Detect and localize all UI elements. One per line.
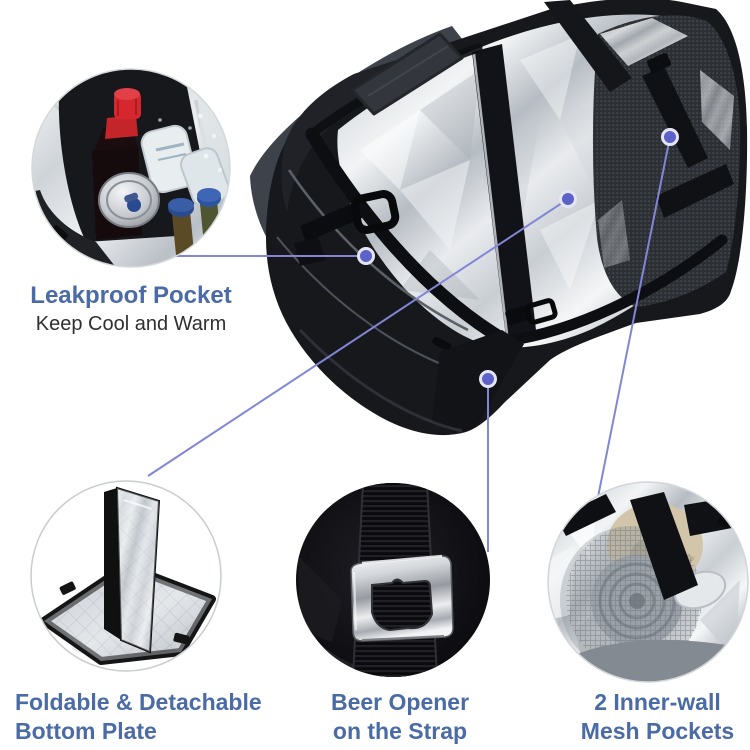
mesh-pockets-label: 2 Inner-wall Mesh Pockets: [555, 688, 750, 746]
leakproof-pocket-title: Leakproof Pocket: [30, 282, 232, 309]
mesh-pockets-title-line1: 2 Inner-wall: [594, 689, 721, 715]
leakproof-pocket-label: Leakproof Pocket Keep Cool and Warm: [11, 282, 251, 336]
foldable-plate-upright: [104, 486, 161, 654]
soda-can: [98, 172, 160, 228]
bottled-drinks: [168, 188, 221, 255]
beer-opener-title-line1: Beer Opener: [330, 689, 470, 715]
bottom-plate-label: Foldable & Detachable Bottom Plate: [15, 688, 262, 746]
strap-pad: [350, 32, 464, 116]
leader-line-bottom-plate: [147, 198, 569, 477]
callout-circle-mesh-pockets: [547, 481, 749, 683]
bottom-plate-title-line1: Foldable & Detachable: [15, 689, 262, 715]
mesh-pockets-title-line2: Mesh Pockets: [580, 718, 735, 744]
leakproof-pocket-subtitle: Keep Cool and Warm: [35, 313, 227, 335]
strap-buckle: [350, 190, 400, 234]
leader-dot-bottom-plate: [559, 190, 577, 208]
leader-dot-leakproof: [357, 247, 375, 265]
side-buckle: [524, 298, 558, 325]
mesh-lid: [592, 15, 741, 307]
beer-opener-title-line2: on the Strap: [332, 718, 468, 744]
interior-divider: [472, 44, 536, 338]
leader-dot-mesh-pockets: [661, 128, 679, 146]
leader-dot-beer-opener: [479, 370, 497, 388]
beer-opener-label: Beer Opener on the Strap: [300, 688, 500, 746]
callout-circle-bottom-plate: [30, 480, 222, 672]
callout-connectors: [147, 128, 679, 552]
zipper-pull: [432, 336, 452, 352]
cooler-bag-photo: [250, 0, 748, 436]
front-zipper: [287, 169, 469, 332]
bottom-plate-title-line2: Bottom Plate: [15, 718, 157, 744]
water-droplets: [158, 113, 222, 172]
leader-line-mesh-pockets: [597, 136, 671, 498]
callout-circle-leakproof: [31, 68, 231, 268]
bottle-opener: [350, 554, 454, 642]
callout-circle-beer-opener: [296, 483, 490, 677]
